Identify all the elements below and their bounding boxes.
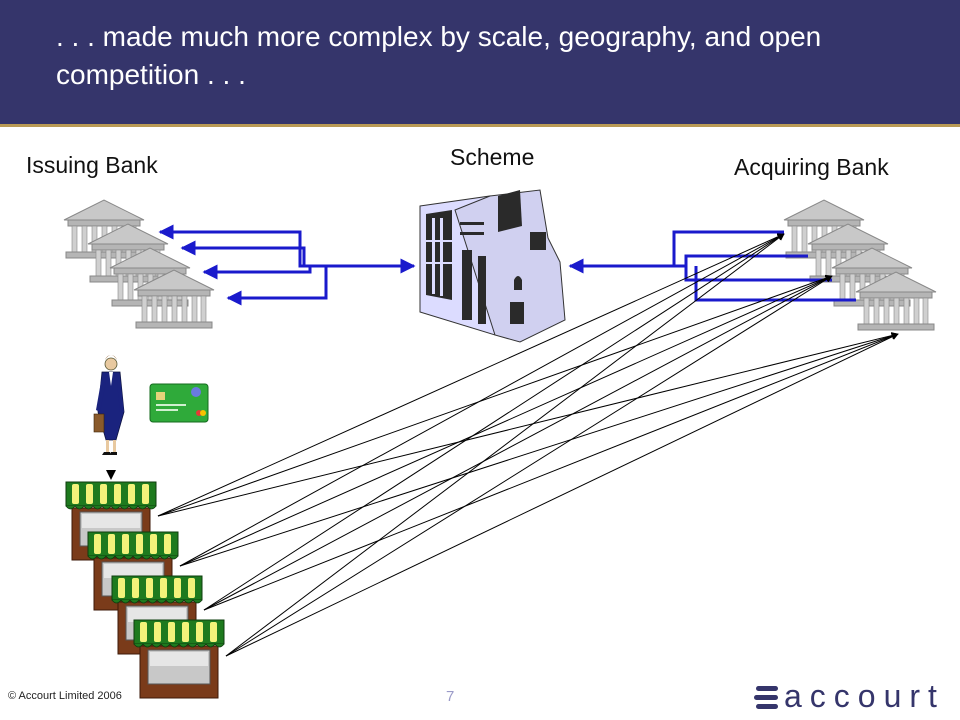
page-number: 7: [446, 688, 455, 705]
acquiring-banks: [783, 199, 937, 331]
merchant-shops: [65, 481, 225, 699]
credit-card-icon: [149, 383, 209, 423]
issuing-banks: [63, 199, 215, 329]
accourt-logo: accourt: [754, 678, 937, 714]
shop-front-icon: [133, 619, 225, 699]
title-bar: . . . made much more complex by scale, g…: [0, 0, 960, 127]
office-tower-icon: [419, 189, 566, 343]
copyright-notice: © Accourt Limited 2006: [8, 690, 122, 702]
slide-title: . . . made much more complex by scale, g…: [56, 21, 822, 90]
accourt-logo-icon: [754, 686, 778, 709]
issuer-scheme-links: [158, 224, 416, 306]
pointer-arrow: [106, 470, 116, 480]
business-woman-icon: [93, 355, 125, 455]
logo-wordmark: accourt: [784, 678, 945, 714]
acquiring-bank-label: Acquiring Bank: [734, 154, 889, 180]
scheme-label: Scheme: [450, 144, 535, 170]
issuing-bank-label: Issuing Bank: [26, 152, 158, 178]
merchant-acquirer-links: [157, 233, 899, 657]
